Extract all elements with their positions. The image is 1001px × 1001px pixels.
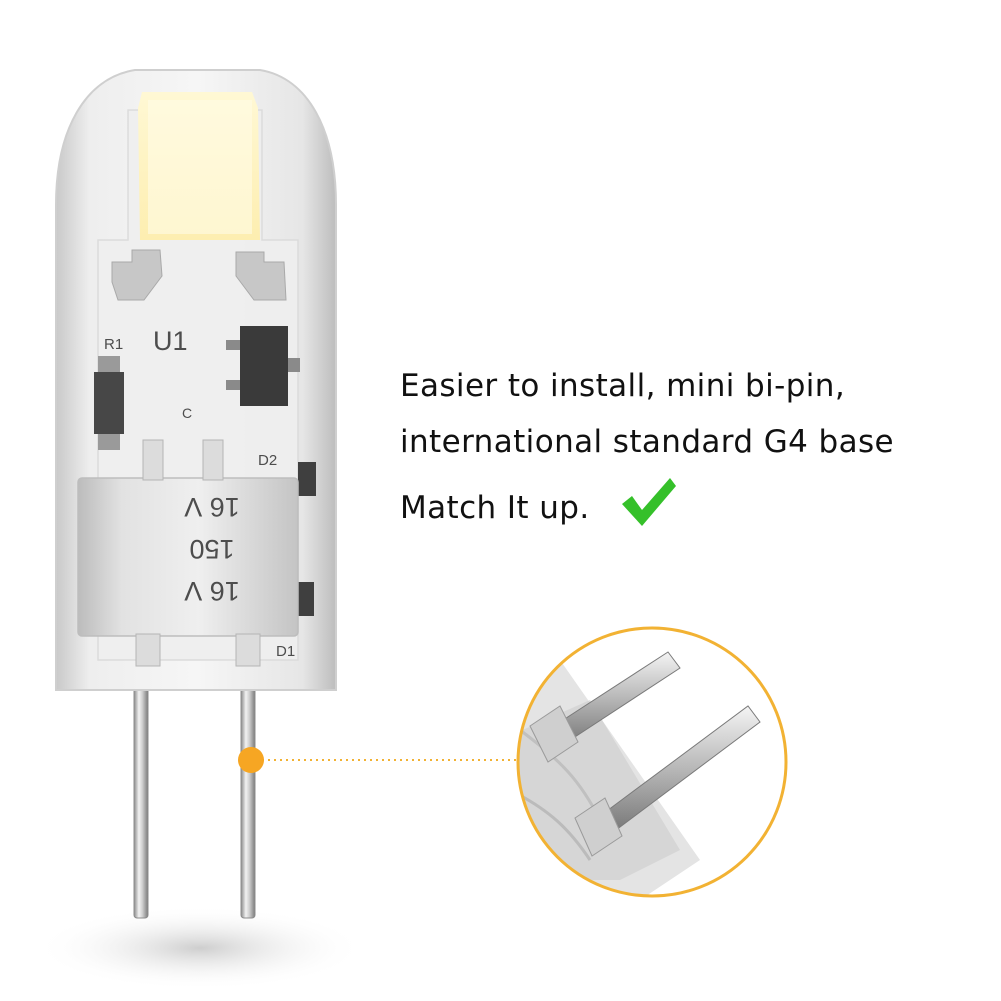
label-voltage-bottom: 16 V — [184, 492, 240, 522]
label-d2: D2 — [258, 452, 277, 469]
check-icon — [622, 478, 676, 526]
g4-bulb: U1 R1 C D2 D1 16 V 150 16 V — [55, 69, 337, 919]
label-voltage-top: 16 V — [184, 576, 240, 606]
zoom-ring — [516, 626, 788, 898]
label-c1: C — [182, 405, 192, 421]
callout-dot — [238, 747, 264, 773]
solder-tab-right — [235, 251, 287, 301]
ic-chip — [240, 326, 288, 406]
label-r1: R1 — [104, 336, 123, 353]
description-line-2: international standard G4 base — [400, 424, 895, 460]
label-d1: D1 — [276, 643, 295, 660]
diode-left — [94, 372, 124, 434]
bulb-base — [77, 477, 299, 637]
description-line-1: Easier to install, mini bi-pin, — [400, 368, 846, 404]
component-d2 — [298, 462, 316, 496]
floor-shadow — [35, 906, 365, 990]
label-capacitance: 150 — [189, 534, 234, 564]
left-pin — [133, 659, 149, 919]
solder-tab-left — [111, 249, 163, 301]
label-u1: U1 — [153, 326, 188, 356]
description-line-3: Match It up. — [400, 490, 590, 526]
right-pin — [240, 659, 256, 919]
component-d1 — [296, 582, 314, 616]
zoom-detail — [516, 626, 788, 898]
